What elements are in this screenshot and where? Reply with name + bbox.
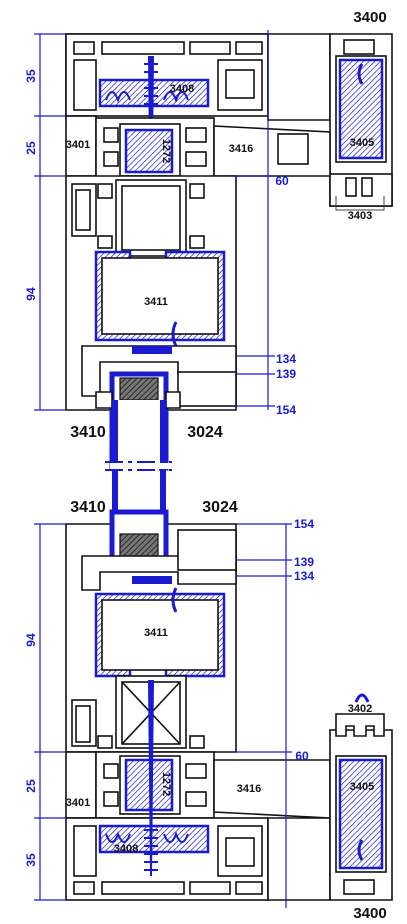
- coupling-3405-bottom: [338, 758, 384, 870]
- reinforcement-1272-top: [124, 128, 174, 174]
- dim-top-25: 25: [24, 141, 38, 155]
- dim-top-94: 94: [24, 287, 38, 301]
- profile-labels: 3400 3408 3401 1272 3416 3405 3403 3411 …: [66, 9, 387, 922]
- dim-top-139: 139: [276, 367, 296, 381]
- dim-top-35: 35: [24, 69, 38, 83]
- label-sash-bottom: 3410: [70, 499, 106, 516]
- label-bead-top: 3024: [187, 424, 223, 441]
- dim-bot-154: 154: [294, 517, 314, 531]
- label-bead-bottom: 3024: [202, 499, 238, 516]
- top-mullion-profile: [65, 115, 331, 179]
- dimension-lines: [34, 30, 292, 908]
- label-adapter-top: 3416: [229, 143, 253, 155]
- label-reinforcement-3408-bottom: 3408: [114, 843, 138, 855]
- label-mullion-reinf-top: 1272: [160, 139, 172, 163]
- dim-bot-25: 25: [24, 779, 38, 793]
- dim-top-60: 60: [275, 174, 289, 188]
- label-frame-top: 3400: [353, 9, 386, 26]
- dim-top-134: 134: [276, 352, 296, 366]
- label-coupling-top: 3405: [350, 137, 374, 149]
- label-cap-bottom: 3402: [348, 703, 372, 715]
- bottom-frame-profile: [65, 680, 393, 901]
- label-frame-bottom: 3400: [353, 905, 386, 922]
- label-cap-top: 3403: [348, 210, 372, 222]
- label-adapter-bottom: 3416: [237, 783, 261, 795]
- label-mullion-bottom: 3401: [66, 797, 90, 809]
- glass-break: [105, 400, 172, 528]
- label-sash-reinf-bottom: 3411: [144, 627, 168, 639]
- dim-top-154: 154: [276, 403, 296, 417]
- label-mullion-top: 3401: [66, 139, 90, 151]
- label-sash-top: 3410: [70, 424, 106, 441]
- bottom-mullion-profile: [65, 751, 331, 819]
- dim-bot-134: 134: [294, 569, 314, 583]
- dim-bot-139: 139: [294, 555, 314, 569]
- dim-bot-35: 35: [24, 853, 38, 867]
- label-mullion-reinf-bottom: 1272: [160, 772, 172, 796]
- dim-bot-94: 94: [24, 633, 38, 647]
- dim-bot-60: 60: [295, 749, 309, 763]
- label-sash-reinf-top: 3411: [144, 296, 168, 308]
- label-coupling-bottom: 3405: [350, 781, 374, 793]
- dimension-labels: 35 25 94 60 134 139 154 154 139 134 94 6…: [24, 69, 314, 867]
- label-reinforcement-3408-top: 3408: [170, 83, 194, 95]
- coupling-3405-top: [338, 58, 384, 160]
